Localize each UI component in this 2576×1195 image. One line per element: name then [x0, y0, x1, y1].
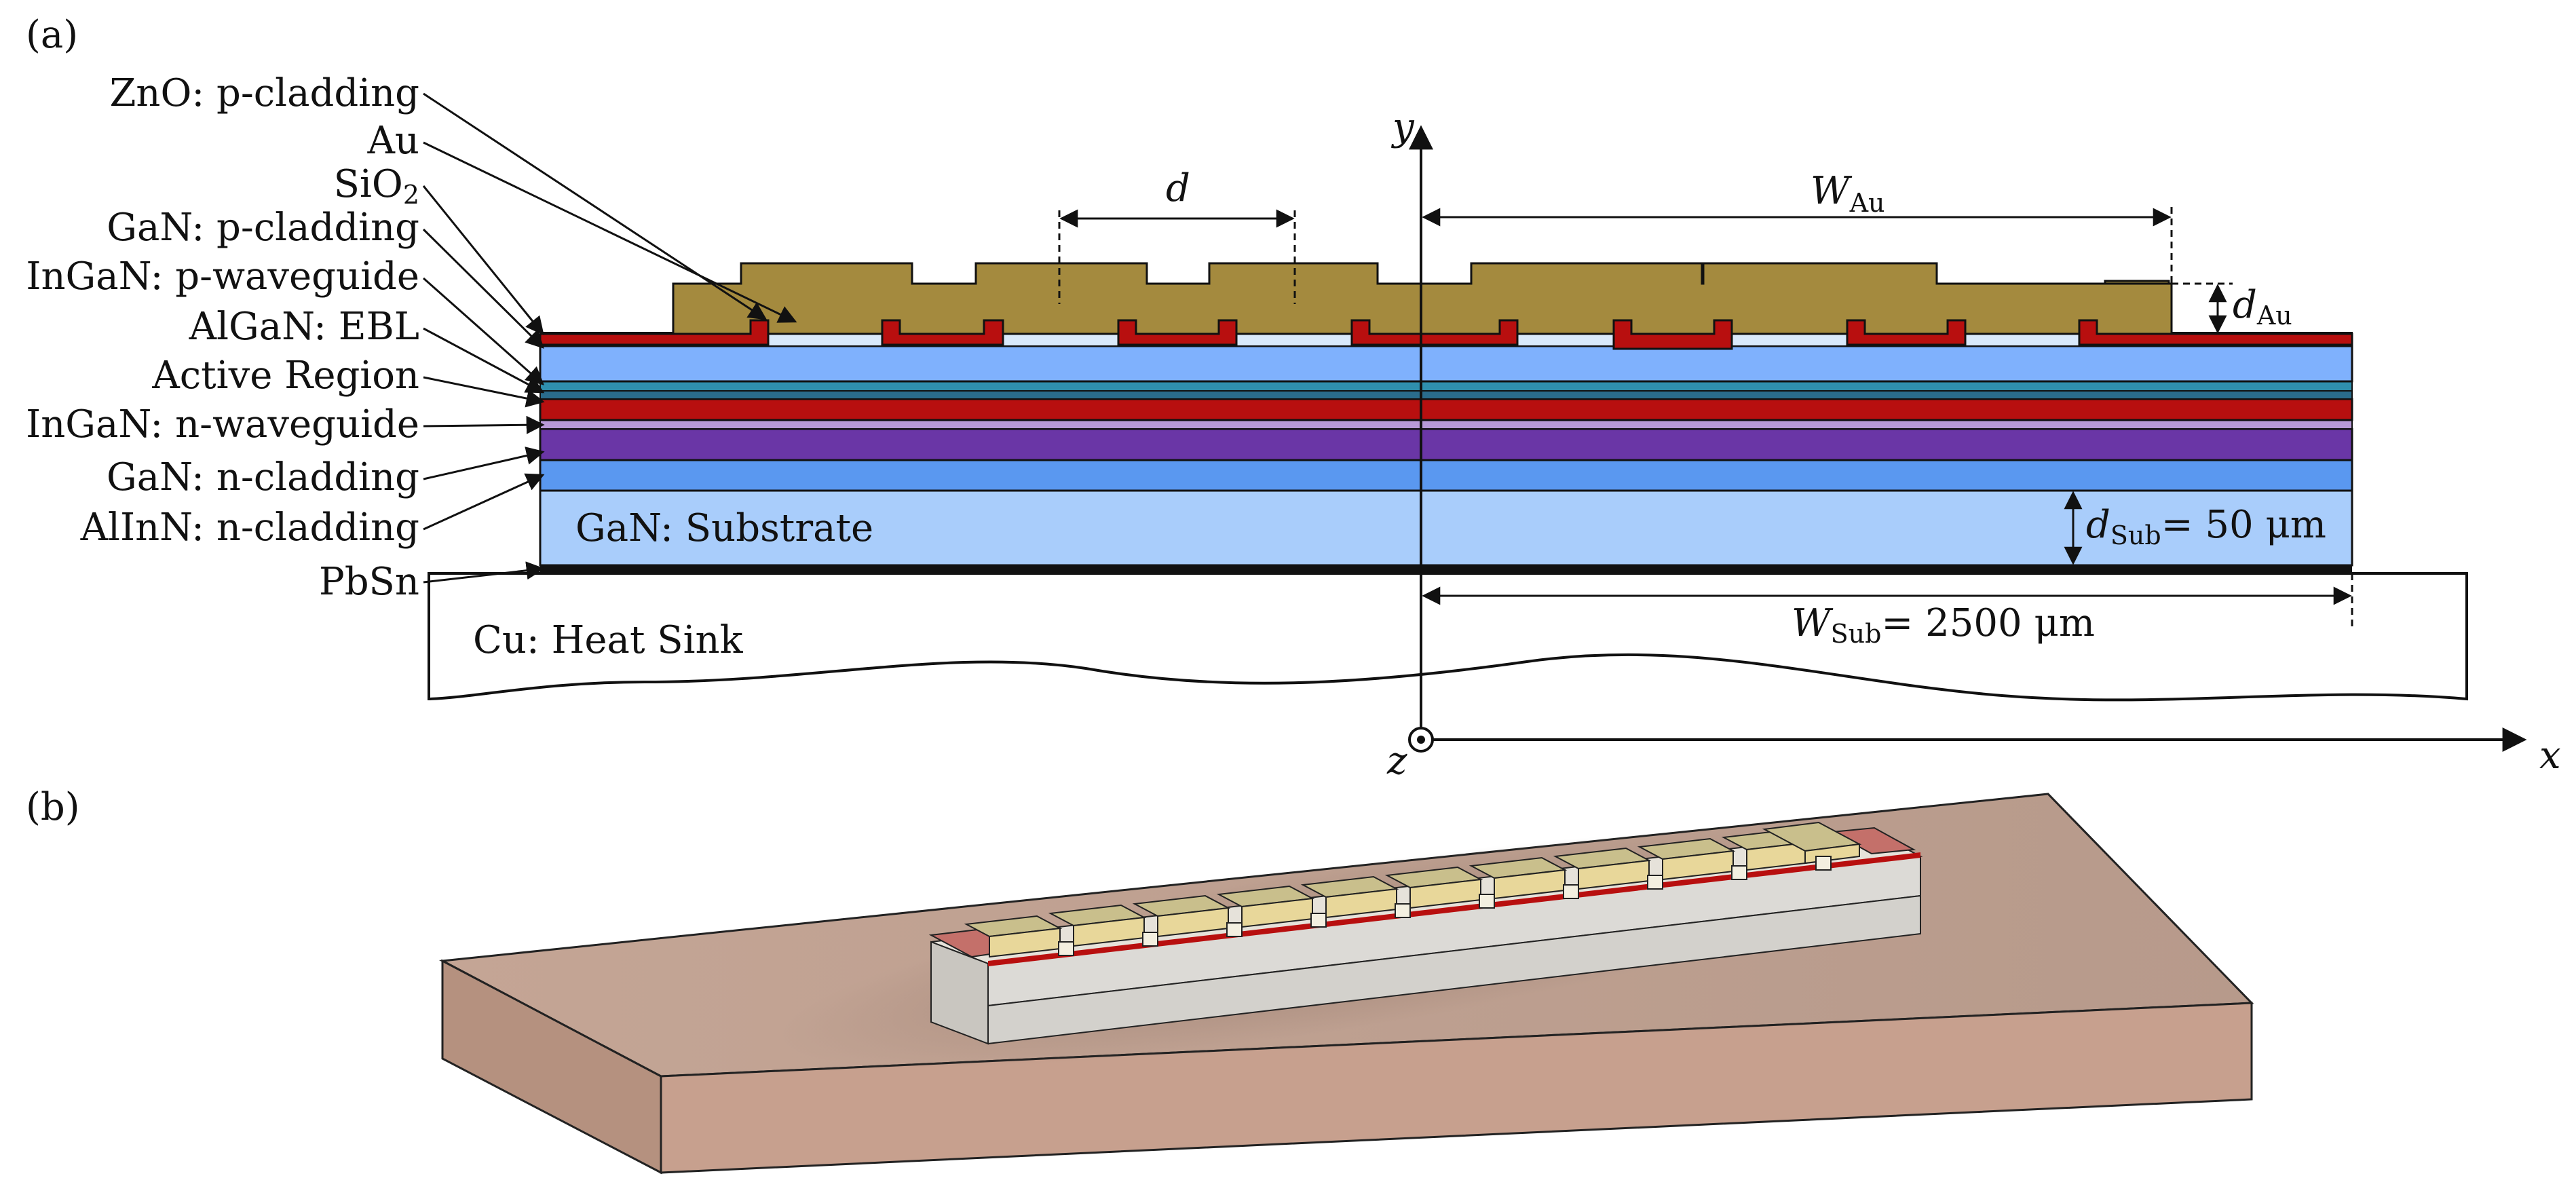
z-axis-dot — [1417, 736, 1425, 744]
alinn-n-cladding — [539, 459, 2353, 492]
label-alinn-n-cladding: AlInN: n-cladding — [80, 506, 419, 550]
d-au-label: dAu — [2233, 283, 2292, 330]
leader-lines — [422, 92, 797, 584]
post-2 — [1142, 932, 1158, 947]
leader-active — [423, 376, 545, 408]
post-10 — [1815, 856, 1832, 871]
fin-2 — [1048, 904, 1147, 947]
chip-3d-side — [930, 941, 989, 1045]
heatsink-3d-side — [441, 959, 662, 1175]
x-axis-label: x — [2539, 734, 2561, 778]
label-au: Au — [366, 119, 419, 163]
fin-1 — [964, 915, 1063, 958]
panel-a-label: (a) — [26, 13, 78, 57]
label-gan-n-cladding: GaN: n-cladding — [107, 455, 419, 499]
w-sub-label: WSub= 2500 μm — [1792, 601, 2095, 649]
d-label: d — [1166, 166, 1190, 210]
label-ingan-n-waveguide: InGaN: n-waveguide — [26, 402, 419, 447]
fin-8 — [1553, 847, 1652, 890]
post-8 — [1647, 875, 1663, 890]
leader-au — [423, 141, 797, 323]
gan-n-cladding — [539, 428, 2353, 461]
z-axis-label: z — [1386, 739, 1407, 783]
fin-4 — [1216, 885, 1315, 928]
leader-alinn — [423, 473, 545, 531]
heat-sink-label: Cu: Heat Sink — [473, 618, 744, 662]
leader-zno — [423, 92, 768, 320]
gan-substrate — [539, 489, 2353, 567]
active-region — [539, 398, 2353, 421]
leader-pbsn — [423, 561, 545, 584]
pbsn-layer — [540, 565, 2352, 573]
leader-sio2 — [422, 185, 544, 336]
ingan-p-waveguide — [539, 381, 2353, 392]
leader-gan-n — [423, 447, 545, 480]
post-3 — [1226, 922, 1243, 937]
fin-6 — [1384, 866, 1483, 909]
w-au-label: WAu — [1811, 169, 1884, 218]
layer-labels: ZnO: p-cladding Au SiO2 GaN: p-cladding … — [26, 71, 419, 604]
d-sub-label: dSub= 50 μm — [2086, 503, 2326, 550]
post-6 — [1479, 894, 1495, 909]
label-zno-p-cladding: ZnO: p-cladding — [109, 71, 419, 115]
fin-3 — [1132, 894, 1231, 938]
au-top-profile — [672, 262, 2173, 334]
label-active-region: Active Region — [151, 354, 419, 398]
heat-sink-2d — [428, 572, 2468, 702]
leader-ingan-p — [423, 277, 545, 385]
ingan-n-waveguide — [539, 419, 2353, 430]
post-9 — [1731, 865, 1747, 880]
leader-algan — [423, 327, 545, 394]
leader-ingan-n — [423, 415, 545, 434]
algan-ebl — [539, 390, 2353, 400]
post-7 — [1563, 884, 1579, 899]
panel-b-label: (b) — [26, 785, 80, 829]
fin-9 — [1637, 837, 1736, 881]
leader-gan-p — [422, 228, 544, 349]
au-posts-3d — [1058, 856, 1832, 956]
post-1 — [1058, 941, 1074, 956]
post-5 — [1395, 903, 1411, 918]
label-pbsn: PbSn — [319, 560, 419, 604]
y-axis-label: y — [1390, 105, 1415, 149]
label-gan-p-cladding: GaN: p-cladding — [107, 206, 419, 250]
label-ingan-p-waveguide: InGaN: p-waveguide — [26, 254, 419, 299]
fin-7 — [1469, 856, 1568, 900]
post-4 — [1310, 913, 1327, 928]
label-algan-ebl: AlGaN: EBL — [189, 305, 419, 349]
substrate-label: GaN: Substrate — [575, 506, 873, 550]
chip-3d-red-strip — [988, 852, 1920, 966]
label-sio2: SiO2 — [334, 162, 419, 210]
gan-p-cladding — [539, 345, 2353, 383]
